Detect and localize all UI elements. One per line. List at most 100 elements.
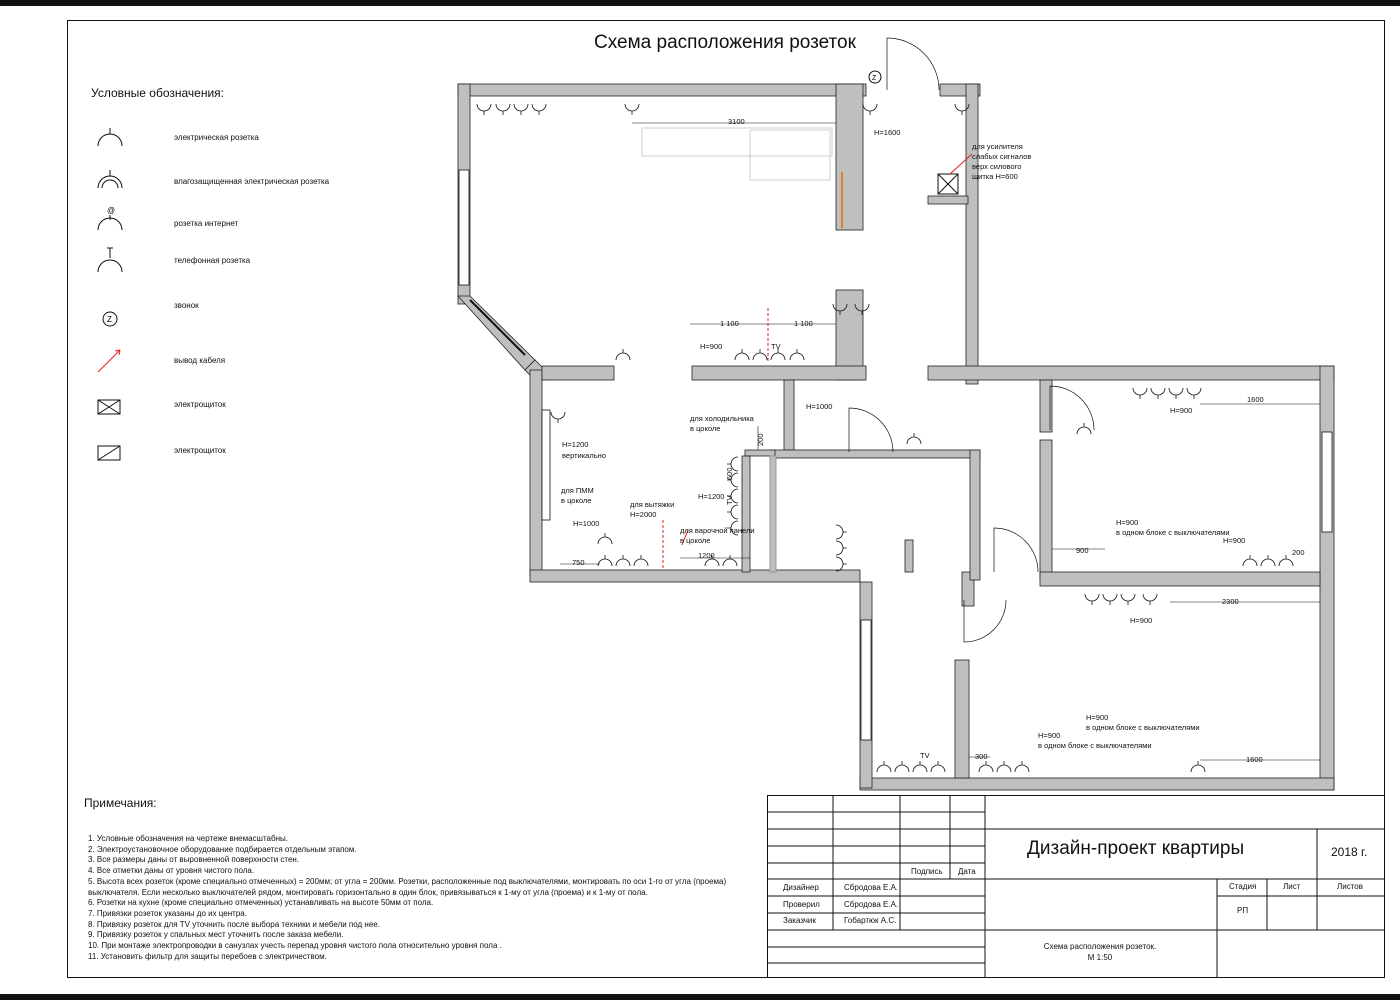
phone-socket-icon	[97, 247, 123, 273]
bottom-band	[0, 994, 1400, 1000]
socket-icon	[854, 303, 870, 315]
note-item: 1. Условные обозначения на чертеже внема…	[88, 834, 288, 843]
wall	[769, 449, 981, 459]
h900-room2: Н=900	[1170, 406, 1192, 415]
stage-label: Стадия	[1229, 882, 1257, 891]
legend-label-socket: электрическая розетка	[174, 133, 259, 142]
socket-icon	[770, 349, 786, 361]
h1200-vert-1: Н=1200	[562, 440, 588, 449]
socket-icon	[954, 103, 970, 115]
socket-icon	[1102, 593, 1118, 605]
socket-icon	[495, 103, 511, 115]
wall	[769, 455, 777, 573]
socket-icon	[734, 349, 750, 361]
wall	[1039, 571, 1321, 587]
socket-icon	[789, 349, 805, 361]
weak-signal-4: щитка Н=600	[972, 172, 1018, 181]
wall	[961, 571, 975, 607]
svg-text:@: @	[107, 206, 115, 215]
socket-icon	[832, 303, 848, 315]
socket-icon	[615, 349, 631, 361]
cable-outlet-icon	[662, 153, 973, 570]
socket-icon	[1076, 423, 1092, 435]
col-date: Дата	[958, 867, 976, 876]
kitchen-counter	[641, 127, 833, 157]
note-item: 7. Привязки розеток указаны до их центра…	[88, 908, 247, 918]
wall	[529, 569, 861, 583]
waterproof-socket-icon	[97, 170, 123, 189]
dim-1100-left: 1 100	[720, 319, 739, 328]
dimension-lines	[560, 122, 1320, 761]
electrical-panel-alt-icon	[97, 445, 121, 461]
dim-2300: 2300	[1222, 597, 1239, 606]
title-block	[767, 795, 1385, 978]
hood-1: для вытяжки	[630, 500, 674, 509]
socket-icon	[978, 761, 994, 773]
role-designer: Дизайнер	[783, 883, 819, 892]
note-item: 10. При монтаже электропроводки в санузл…	[88, 941, 502, 951]
wall	[457, 295, 536, 371]
wall	[969, 449, 981, 581]
fridge-1: для холодильника	[690, 414, 755, 423]
wall	[529, 369, 543, 577]
weak-signal-1: для усилителя	[972, 142, 1023, 151]
dim-1600-room2: 1600	[1247, 395, 1264, 404]
socket-icon	[531, 103, 547, 115]
socket-icon	[906, 433, 922, 445]
wall	[927, 365, 1335, 381]
wall	[1319, 365, 1335, 791]
wall	[1039, 379, 1053, 433]
svg-text:Z: Z	[107, 315, 112, 324]
wall	[965, 83, 979, 385]
name-designer: Сбродова Е.А.	[844, 883, 899, 892]
note-item: 8. Привязку розеток для TV уточнить посл…	[88, 919, 380, 929]
weak-signal-2: слабых сигналов	[972, 152, 1031, 161]
note-item: 2. Электроустановочное оборудование подб…	[88, 844, 357, 854]
doorbell-icon: Z	[868, 70, 882, 84]
door-hall	[993, 527, 1039, 573]
dishwasher-1: для ПММ	[561, 486, 594, 495]
window	[458, 169, 470, 286]
name-client: Гобартюк А.С.	[844, 916, 897, 925]
dim-750: 750	[572, 558, 585, 567]
door-room3	[963, 599, 1007, 643]
role-client: Заказчик	[783, 916, 816, 925]
notes-heading: Примечания:	[84, 796, 157, 810]
socket-icon	[1014, 761, 1030, 773]
socket-icon	[862, 103, 878, 115]
dim-1100-right: 1 100	[794, 319, 813, 328]
socket-icon	[727, 520, 739, 536]
role-checker: Проверил	[783, 900, 820, 909]
legend-label-panel: электрощиток	[174, 400, 226, 409]
sheet-description: Схема расположения розеток. М 1:50	[1020, 941, 1180, 963]
h1200-vert-2: вертикально	[562, 451, 606, 460]
socket-icon	[1150, 387, 1166, 399]
doors	[848, 37, 1095, 643]
wall	[691, 365, 867, 381]
window	[1321, 431, 1333, 533]
wall	[1039, 439, 1053, 581]
wall	[835, 83, 864, 231]
internet-socket-icon: @	[97, 206, 123, 231]
notes-list: 1. Условные обозначения на чертеже внема…	[88, 834, 748, 962]
legend-label-internet: розетка интернет	[174, 219, 239, 228]
col-sign: Подпись	[911, 867, 943, 876]
socket-icon	[894, 761, 910, 773]
note-item: 9. Привязку розеток у спальных мест уточ…	[88, 930, 344, 940]
wall	[457, 83, 867, 97]
hob-1: для варочной панели	[680, 526, 755, 535]
legend-label-panel-alt: электрощиток	[174, 446, 226, 455]
dim-1200: 1200	[698, 551, 715, 560]
dim-600: 600	[725, 467, 734, 480]
bath	[769, 455, 777, 573]
dishwasher-2: в цоколе	[561, 496, 591, 505]
socket-icon	[97, 128, 123, 147]
door-bath	[848, 407, 894, 453]
dim-3100: 3100	[728, 117, 745, 126]
description-text: Схема расположения розеток.	[1043, 942, 1157, 951]
electrical-panel-icon	[937, 173, 959, 195]
project-year: 2018 г.	[1331, 845, 1368, 859]
socket-icon	[876, 761, 892, 773]
socket-icon	[704, 555, 720, 567]
legend-label-waterproof: влагозащищенная электрическая розетка	[174, 177, 330, 186]
